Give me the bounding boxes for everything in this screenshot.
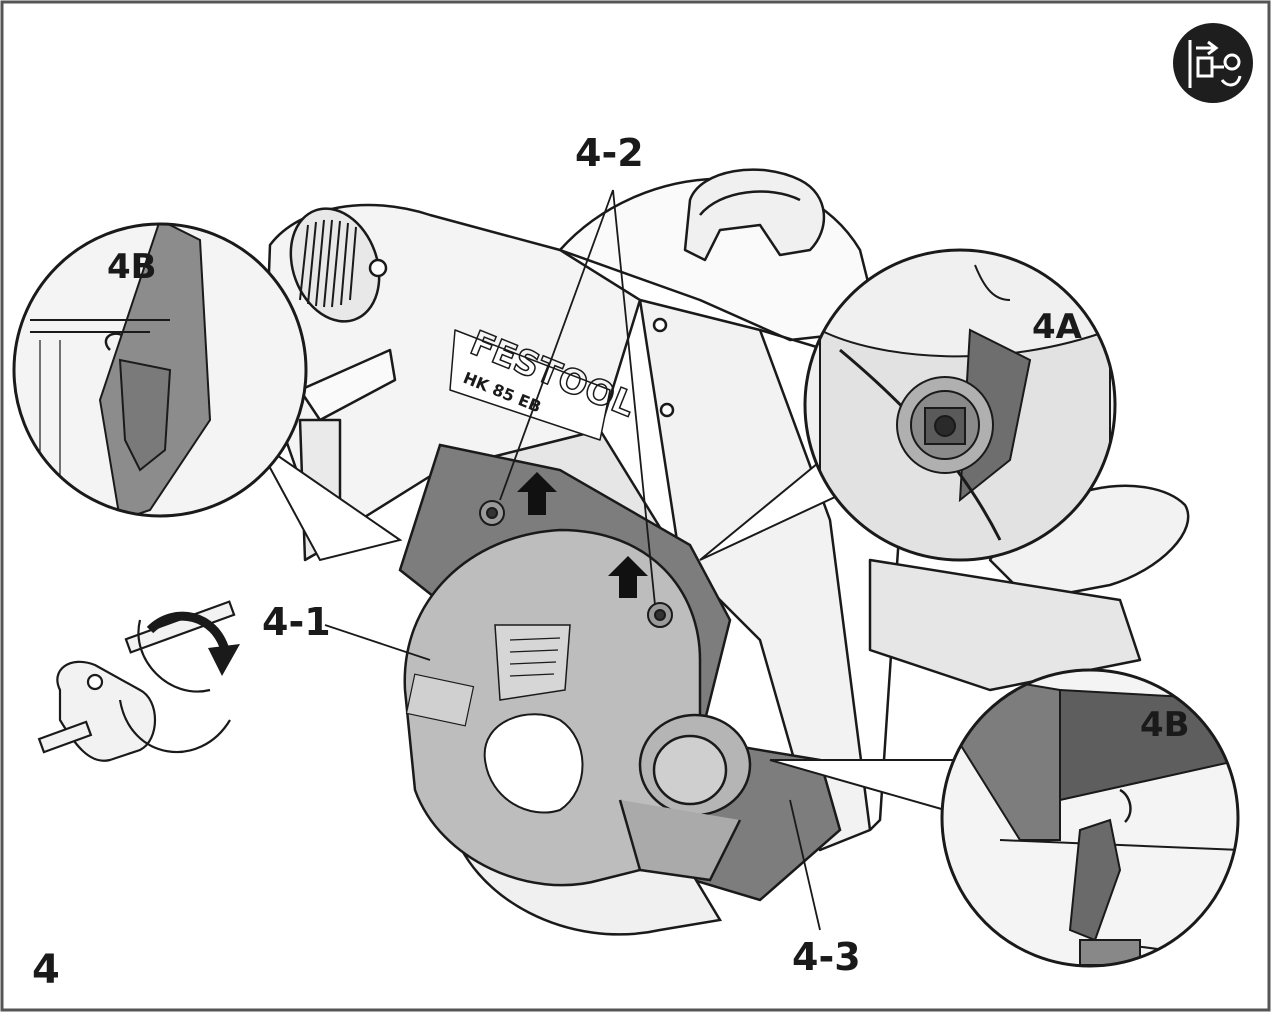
depth-scale-ticks bbox=[509, 637, 561, 677]
zoom-label-4b-right: 4B bbox=[1140, 705, 1190, 745]
zoom-label-4a: 4A bbox=[1032, 307, 1082, 347]
callout-4-3: 4-3 bbox=[792, 935, 861, 979]
zoom-detail-4b-left bbox=[12, 222, 403, 562]
dust-port bbox=[618, 713, 752, 882]
guard-screws bbox=[479, 500, 673, 628]
figure-number: 4 bbox=[32, 947, 60, 993]
lift-arrows bbox=[517, 472, 648, 598]
callout-lines bbox=[324, 189, 821, 931]
up-arrow-icon bbox=[608, 556, 648, 598]
hex-key-tool bbox=[37, 600, 236, 762]
blade-guard bbox=[403, 528, 702, 887]
circular-saw-body bbox=[263, 168, 1190, 852]
zoom-detail-4a bbox=[699, 248, 1117, 562]
up-arrow-icon bbox=[517, 472, 557, 515]
callout-4-1: 4-1 bbox=[262, 600, 331, 644]
callout-4-2: 4-2 bbox=[575, 131, 644, 175]
rotate-direction-icon bbox=[146, 611, 230, 652]
unplug-power-icon bbox=[1173, 23, 1253, 103]
zoom-label-4b-left: 4B bbox=[107, 247, 157, 287]
